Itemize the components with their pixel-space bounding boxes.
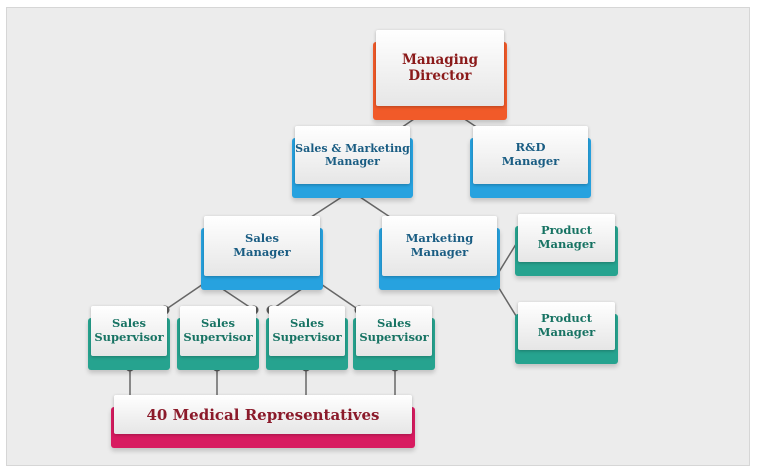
- medical-representatives-node: 40 Medical Representatives: [111, 395, 415, 448]
- sales-supervisor-label: Sales Supervisor: [272, 316, 342, 344]
- rd-manager-node: R&D Manager: [470, 126, 591, 198]
- sales-manager-label: Sales Manager: [233, 231, 291, 259]
- sales-marketing-manager-node: Sales & Marketing Manager: [292, 126, 413, 198]
- rd-manager-label: R&D Manager: [501, 140, 560, 168]
- medical-representatives-label: 40 Medical Representatives: [146, 405, 380, 424]
- sales-supervisor-node-3: Sales Supervisor: [266, 306, 348, 370]
- managing-director-label: Managing Director: [401, 51, 479, 84]
- product-manager-label: Product Manager: [537, 223, 596, 251]
- managing-director-node: Managing Director: [373, 30, 507, 120]
- sales-supervisor-node-2: Sales Supervisor: [177, 306, 259, 370]
- sales-marketing-manager-label: Sales & Marketing Manager: [295, 141, 410, 168]
- sales-supervisor-node-1: Sales Supervisor: [88, 306, 170, 370]
- product-manager-node-1: Product Manager: [515, 214, 618, 276]
- product-manager-node-2: Product Manager: [515, 302, 618, 364]
- sales-supervisor-label: Sales Supervisor: [359, 316, 429, 344]
- sales-manager-node: Sales Manager: [201, 216, 323, 290]
- sales-supervisor-label: Sales Supervisor: [183, 316, 253, 344]
- sales-supervisor-node-4: Sales Supervisor: [353, 306, 435, 370]
- marketing-manager-label: Marketing Manager: [405, 231, 474, 259]
- sales-supervisor-label: Sales Supervisor: [94, 316, 164, 344]
- product-manager-label: Product Manager: [537, 311, 596, 339]
- marketing-manager-node: Marketing Manager: [379, 216, 500, 290]
